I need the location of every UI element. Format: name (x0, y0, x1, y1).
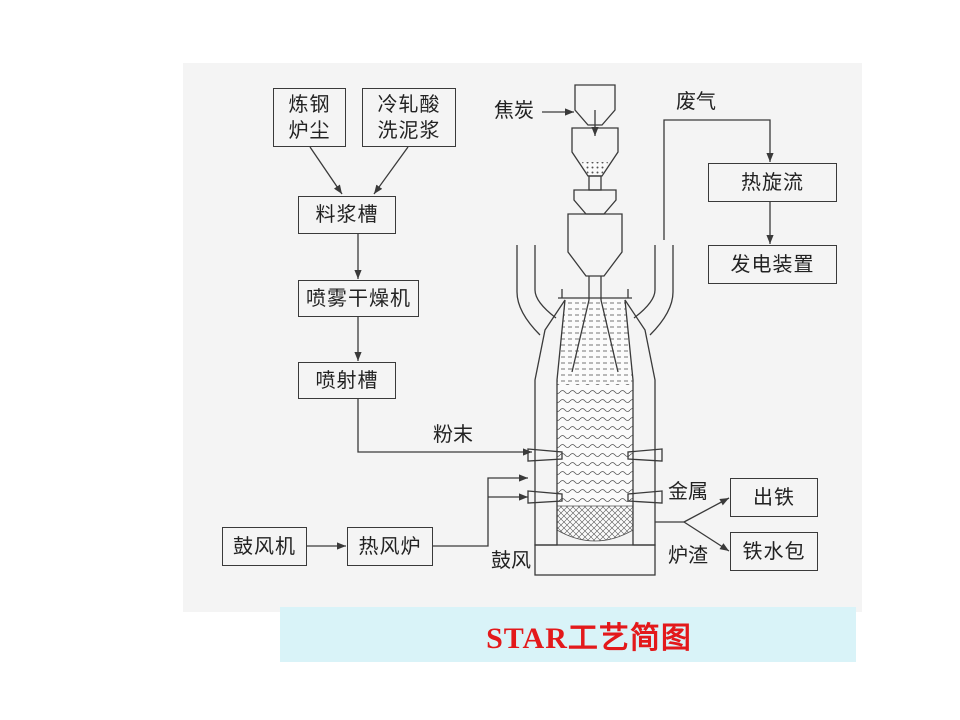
box-steel-dust-line-1: 炼钢 (288, 93, 331, 116)
shaft-furnace (516, 84, 674, 576)
label-exhaust: 废气 (676, 91, 716, 113)
box-slurry-tank-label: 料浆槽 (315, 204, 379, 226)
label-blast: 鼓风 (491, 550, 531, 572)
arrow-slag-to-ladle (683, 521, 730, 552)
tuyere-lower-right (627, 490, 663, 504)
box-tapping: 出铁 (730, 478, 818, 517)
charging-chamber-upper-charge (582, 162, 608, 175)
box-hot-stove-label: 热风炉 (358, 535, 422, 558)
distributor-left-edge (571, 299, 590, 373)
furnace-hearth (556, 505, 634, 542)
charging-funnel (573, 189, 617, 215)
arrow-blast-upper (433, 474, 528, 547)
distributor-right-edge (600, 299, 619, 373)
box-spray-dryer: 喷雾干燥机 (298, 280, 419, 317)
box-power-unit: 发电装置 (708, 245, 837, 284)
box-pickling-sludge: 冷轧酸 洗泥浆 (362, 88, 456, 147)
box-spray-dryer-label: 喷雾干燥机 (306, 287, 411, 310)
coke-hopper (574, 84, 616, 126)
box-steel-dust-line-2: 炉尘 (288, 119, 331, 142)
furnace-stack-interior (557, 384, 633, 506)
box-blower: 鼓风机 (222, 527, 307, 566)
left-duct-inner (534, 245, 557, 319)
left-duct-outer (516, 245, 541, 336)
box-hot-cyclone: 热旋流 (708, 163, 837, 202)
tuyere-upper-left (527, 448, 563, 462)
box-ladle: 铁水包 (730, 532, 818, 571)
charging-spout (588, 175, 602, 191)
label-coke: 焦炭 (494, 100, 534, 122)
diagram-panel (183, 63, 862, 612)
arrow-powder-to-furnace (357, 399, 532, 456)
furnace-base (534, 544, 656, 576)
box-hot-cyclone-label: 热旋流 (741, 171, 804, 194)
box-blower-label: 鼓风机 (233, 535, 296, 558)
box-pickling-sludge-line-2: 洗泥浆 (377, 119, 441, 142)
box-steel-dust: 炼钢 炉尘 (273, 88, 346, 147)
box-injection-tank: 喷射槽 (298, 362, 396, 399)
box-ladle-label: 铁水包 (742, 540, 806, 563)
charging-chamber-lower (567, 213, 623, 277)
diagram-title: STAR工艺简图 (486, 621, 692, 655)
tuyere-lower-left (527, 490, 563, 504)
label-powder: 粉末 (433, 424, 473, 446)
charging-chamber-upper (571, 127, 619, 177)
right-duct-inner (633, 245, 656, 319)
label-slag: 炉渣 (668, 545, 708, 567)
box-tapping-label: 出铁 (753, 486, 795, 509)
right-duct-outer (649, 245, 674, 336)
box-injection-tank-label: 喷射槽 (315, 369, 379, 392)
tuyere-upper-right (627, 448, 663, 462)
box-hot-stove: 热风炉 (347, 527, 433, 566)
arrow-metal-to-tapping (683, 497, 730, 523)
box-power-unit-label: 发电装置 (730, 253, 815, 276)
title-bar: STAR工艺简图 (280, 607, 856, 662)
label-metal: 金属 (668, 481, 708, 503)
arrow-pickling-sludge-to-slurry-tank (373, 146, 409, 195)
box-slurry-tank: 料浆槽 (298, 196, 396, 234)
box-pickling-sludge-line-1: 冷轧酸 (377, 93, 441, 116)
furnace-upper-interior (557, 300, 633, 384)
arrow-steel-dust-to-slurry-tank (309, 146, 343, 195)
arrow-exhaust-to-cyclone (663, 119, 774, 240)
